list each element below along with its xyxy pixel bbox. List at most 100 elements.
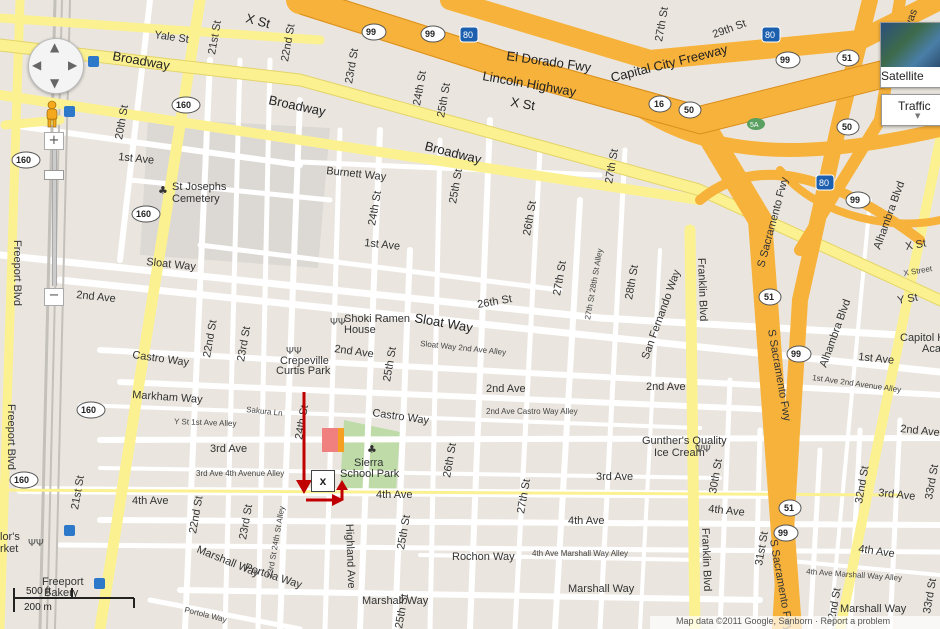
label-2nd-ave-b: 2nd Ave: [334, 343, 375, 360]
shield-99-e: 99: [786, 345, 812, 363]
label-30th-st: 30th St: [707, 458, 725, 494]
svg-text:51: 51: [784, 503, 794, 513]
label-4th-ave-a: 4th Ave: [132, 495, 169, 507]
shield-51-b: 51: [758, 288, 782, 306]
label-3rd-ave-c: 3rd Ave: [878, 487, 916, 503]
bus-icon-d: [94, 578, 105, 589]
shield-50-a: 50: [678, 101, 702, 119]
shield-160-d: 160: [76, 401, 106, 419]
svg-text:80: 80: [463, 30, 473, 40]
label-yale-st: Yale St: [154, 29, 190, 46]
label-21st-st-a: 21st St: [206, 20, 224, 56]
svg-text:51: 51: [764, 292, 774, 302]
freeways: [286, 0, 940, 629]
zoom-in-button[interactable]: +: [44, 132, 64, 150]
arrow-up-head: [336, 480, 348, 490]
zoom-slider-handle[interactable]: [44, 170, 64, 180]
svg-text:5A: 5A: [750, 122, 759, 129]
label-4th-ave-e: 4th Ave: [858, 543, 896, 560]
shield-16: 16: [648, 95, 672, 113]
label-31st-st: 31st St: [753, 531, 771, 567]
svg-text:80: 80: [819, 178, 829, 188]
svg-text:School Park: School Park: [340, 468, 400, 480]
svg-text:Freeport: Freeport: [42, 576, 84, 588]
pan-right-icon[interactable]: ▶: [68, 58, 78, 72]
chevron-down-icon: ▼: [915, 112, 921, 120]
label-freeport-blvd-b: Freeport Blvd: [5, 404, 17, 470]
pan-up-icon[interactable]: ▲: [50, 40, 60, 54]
svg-text:160: 160: [14, 475, 29, 485]
svg-text:160: 160: [81, 405, 96, 415]
poi-cemetery: ♣ St Josephs Cemetery: [158, 181, 227, 205]
svg-text:ΨΨ: ΨΨ: [695, 444, 711, 455]
svg-text:Aca: Aca: [922, 343, 940, 355]
shield-80-b: 80: [761, 26, 781, 43]
shield-160-b: 160: [11, 151, 41, 169]
zoom-out-button[interactable]: −: [44, 288, 64, 306]
traffic-button[interactable]: Traffic ▼: [881, 94, 940, 126]
bus-icon-b: [64, 106, 75, 117]
svg-text:160: 160: [176, 100, 191, 110]
label-26th-st-b: 26th St: [476, 293, 512, 311]
shield-51-c: 51: [778, 499, 802, 517]
label-2nd-ave-d: 2nd Ave: [646, 381, 686, 393]
label-4th-marshall-alley-a: 4th Ave Marshall Way Alley: [532, 549, 628, 558]
svg-text:Ice Cream: Ice Cream: [654, 447, 705, 459]
label-25th-st-e: 25th St: [393, 593, 411, 629]
shield-160-c: 160: [131, 205, 161, 223]
poi-crepeville: ΨΨ Crepeville Curtis Park: [276, 346, 331, 377]
label-2nd-ave-e: 2nd Ave: [900, 423, 940, 439]
shield-99-c: 99: [775, 51, 801, 69]
scale-ft-label: 500 ft: [26, 586, 51, 597]
poi-sierra-school-park: ♣ Sierra School Park: [340, 443, 400, 480]
label-sloat-way-a: Sloat Way: [146, 256, 197, 273]
label-1st-ave-b: 1st Ave: [364, 237, 401, 253]
pegman-icon[interactable]: [42, 100, 62, 128]
shield-160-a: 160: [171, 96, 201, 114]
svg-text:Shoki Ramen: Shoki Ramen: [344, 313, 410, 325]
pan-down-icon[interactable]: ▼: [50, 76, 60, 90]
svg-text:99: 99: [425, 29, 435, 39]
svg-text:160: 160: [16, 155, 31, 165]
pan-left-icon[interactable]: ◀: [32, 58, 42, 72]
svg-text:99: 99: [850, 195, 860, 205]
label-21st-st-b: 21st St: [69, 475, 87, 511]
svg-text:St Josephs: St Josephs: [172, 181, 227, 193]
pan-control[interactable]: ▲ ▼ ◀ ▶: [28, 38, 84, 94]
svg-text:♣: ♣: [367, 443, 377, 456]
label-28th-st: 28th St: [623, 264, 641, 300]
label-24th-st-c: 24th St: [293, 404, 311, 440]
svg-text:Bakery: Bakery: [44, 587, 79, 599]
label-3rd-ave-b: 3rd Ave: [596, 471, 633, 483]
poi-freeport-bakery: Freeport Bakery: [42, 576, 84, 599]
svg-text:50: 50: [842, 122, 852, 132]
label-4th-ave-d: 4th Ave: [708, 503, 746, 519]
label-y-st: Y St: [896, 292, 918, 307]
svg-text:rket: rket: [0, 543, 18, 555]
label-25th-st-c: 25th St: [381, 346, 399, 382]
shield-99-b: 99: [420, 25, 446, 43]
label-1st-ave-a: 1st Ave: [118, 151, 155, 167]
poi-shoki-ramen: ΨΨ Shoki Ramen House: [330, 313, 410, 336]
svg-text:Gunther's Quality: Gunther's Quality: [642, 435, 727, 447]
label-marshall-way-b: Marshall Way: [568, 583, 635, 595]
label-2nd-ave-castro-alley: 2nd Ave Castro Way Alley: [486, 407, 578, 416]
shield-50-b: 50: [836, 118, 860, 136]
shield-5a: 5A: [747, 118, 765, 130]
svg-text:99: 99: [791, 349, 801, 359]
label-marshall-way-d: Marshall Way: [840, 603, 907, 615]
label-27th-st-a: 27th St: [653, 6, 671, 42]
poi-taylors: lor's rket ΨΨ: [0, 531, 44, 555]
shield-99-a: 99: [361, 23, 387, 41]
shield-80-c: 80: [815, 174, 835, 191]
map-footer: Map data ©2011 Google, Sanborn · Report …: [650, 616, 940, 629]
poi-labels: ♣ St Josephs Cemetery ΨΨ Shoki Ramen Hou…: [0, 181, 940, 599]
label-y-st-1st-ave-alley: Y St 1st Ave Alley: [174, 417, 237, 428]
svg-text:99: 99: [780, 55, 790, 65]
zoom-slider-track[interactable]: [52, 150, 57, 286]
target-marker-red: [322, 428, 338, 452]
satellite-button[interactable]: Satellite: [880, 22, 940, 88]
close-button[interactable]: x: [311, 470, 335, 492]
